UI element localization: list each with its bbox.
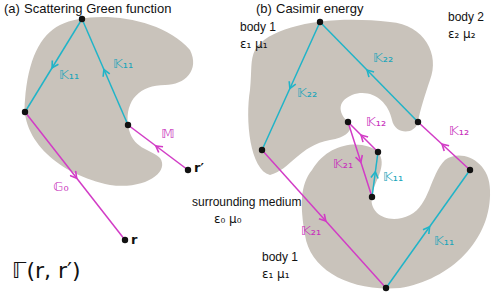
operator-label: 𝕂₂₂	[297, 85, 317, 101]
operator-label: 𝕂₁₂	[449, 123, 469, 139]
scattering-point	[79, 16, 85, 22]
point-label: r′	[194, 160, 204, 176]
scattering-point	[259, 147, 265, 153]
panel-letter: (b)	[256, 1, 272, 17]
body-shape	[302, 145, 490, 289]
operator-label: 𝕂₁₁	[434, 233, 454, 249]
scattering-point	[383, 285, 389, 291]
scattering-path	[82, 19, 128, 125]
scattering-point	[375, 149, 381, 155]
scattering-path	[25, 19, 82, 112]
body-label: body 1	[262, 250, 298, 264]
scattering-point	[369, 194, 375, 200]
operator-label: 𝕂₁₁	[59, 67, 79, 83]
scattering-point	[317, 19, 323, 25]
scattering-path	[372, 152, 378, 197]
operator-label: 𝕂₂₂	[373, 50, 393, 66]
material-label: ε₂ μ₂	[448, 27, 476, 41]
medium-label: surrounding medium	[192, 195, 301, 209]
operator-label: 𝕄	[161, 126, 174, 142]
scattering-point	[122, 237, 128, 243]
operator-label: 𝕂₁₁	[113, 56, 133, 72]
scattering-point	[345, 119, 351, 125]
operator-label: 𝕂₂₁	[301, 223, 321, 239]
scattering-point	[185, 167, 191, 173]
scattering-point	[22, 109, 28, 115]
scattering-path	[418, 122, 470, 170]
operator-label: 𝕂₁₁	[383, 169, 403, 185]
green-function-label: ℾ(r, r′)	[12, 258, 81, 284]
panel-letter: (a)	[4, 1, 20, 17]
panel-title: Scattering Green function	[24, 1, 171, 17]
body-label: body 1	[240, 20, 276, 34]
scattering-path	[25, 112, 125, 240]
material-label: ε₁ μ₁	[262, 267, 290, 281]
scattering-path	[320, 22, 418, 122]
material-label: ε₀ μ₀	[214, 212, 242, 226]
body-shape	[25, 17, 194, 186]
panel-title: Casimir energy	[276, 1, 363, 17]
scattering-path	[128, 125, 188, 170]
operator-label: 𝕂₁₂	[366, 114, 386, 130]
scattering-path	[262, 150, 386, 288]
scattering-path	[262, 22, 320, 150]
scattering-point	[467, 167, 473, 173]
scattering-path	[386, 170, 470, 288]
scattering-point	[125, 122, 131, 128]
operator-label: 𝔾₀	[53, 179, 68, 195]
point-label: r	[131, 232, 137, 248]
operator-label: 𝕂₂₁	[333, 156, 353, 172]
scattering-point	[415, 119, 421, 125]
body-label: body 2	[448, 10, 484, 24]
material-label: ε₁ μ₁	[240, 37, 268, 51]
